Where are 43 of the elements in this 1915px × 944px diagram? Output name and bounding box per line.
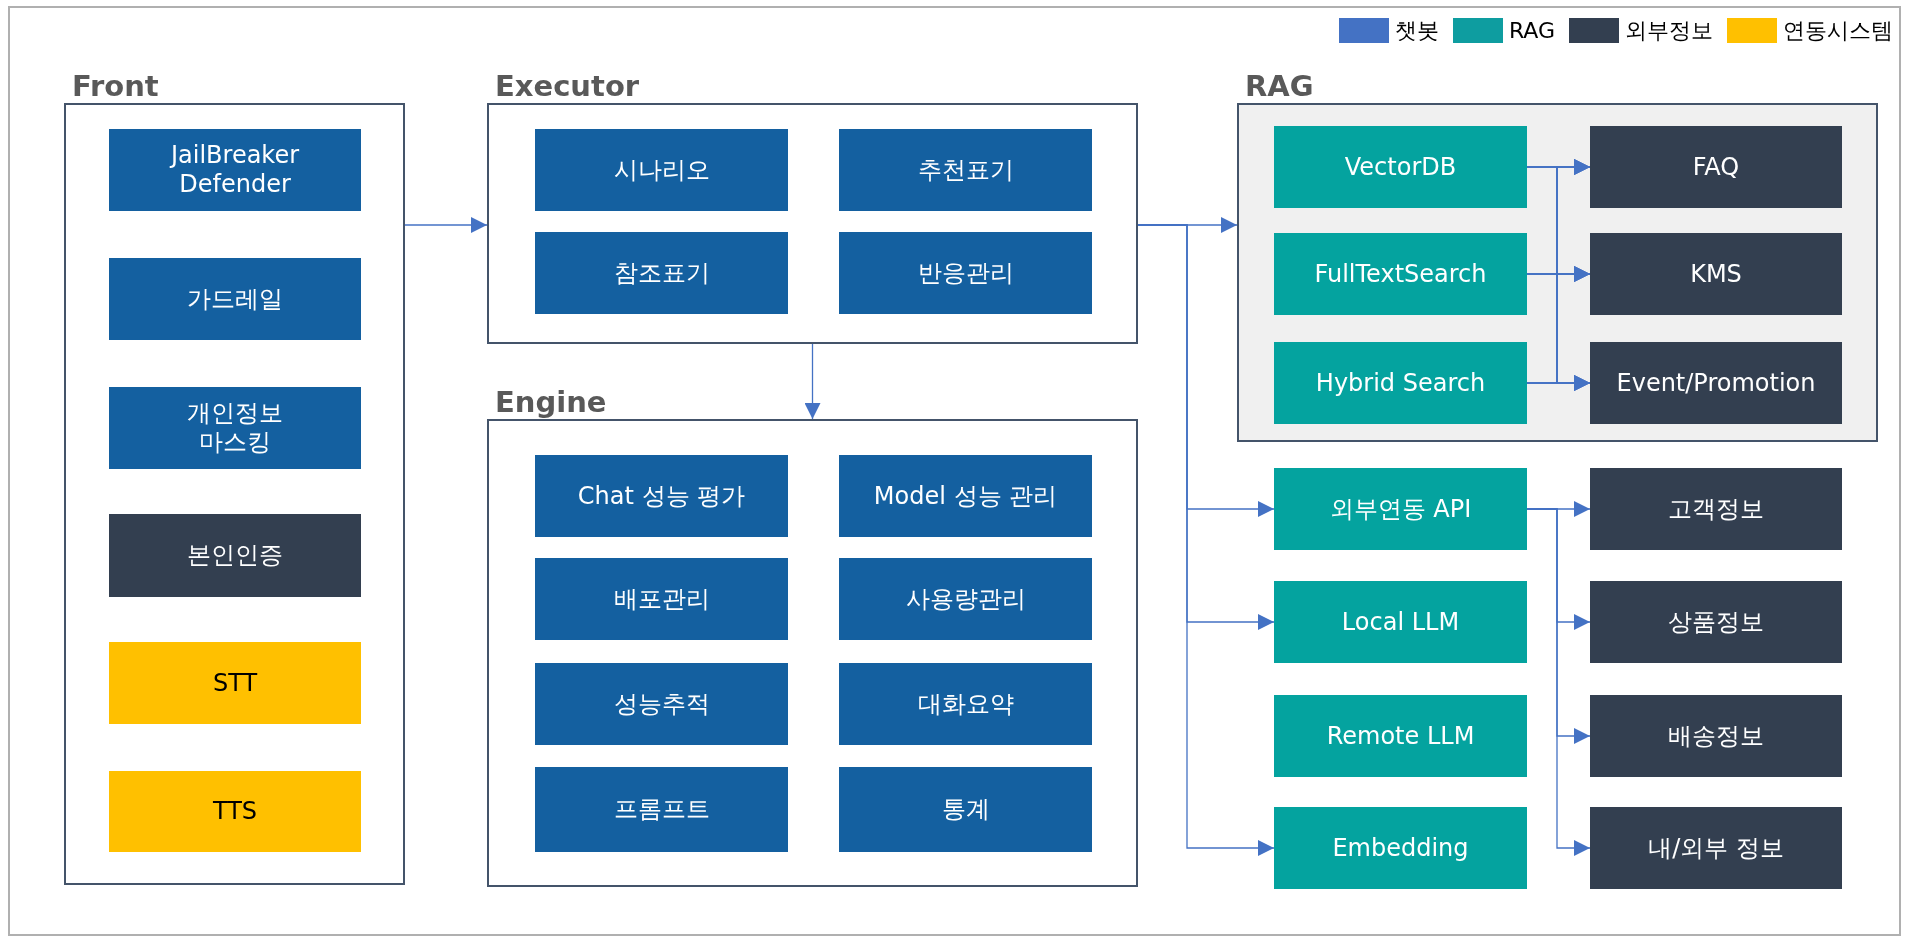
info-box: 상품정보	[1590, 581, 1842, 663]
service-box: Hybrid Search	[1274, 342, 1527, 424]
service-box: VectorDB	[1274, 126, 1527, 208]
arrow	[1526, 375, 1591, 391]
module-box: 성능추적	[535, 663, 788, 745]
info-box: 배송정보	[1590, 695, 1842, 777]
module-box: Chat 성능 평가	[535, 455, 788, 537]
info-box: 내/외부 정보	[1590, 807, 1842, 889]
group-title: Executor	[495, 68, 640, 105]
info-box: KMS	[1590, 233, 1842, 315]
module-box: 배포관리	[535, 558, 788, 640]
module-box: 반응관리	[839, 232, 1092, 314]
module-box: Model 성능 관리	[839, 455, 1092, 537]
service-box: Local LLM	[1274, 581, 1527, 663]
info-box: 고객정보	[1590, 468, 1842, 550]
service-box: 외부연동 API	[1274, 468, 1527, 550]
group-title: Engine	[495, 384, 607, 421]
module-box: 가드레일	[109, 258, 361, 340]
service-box: Remote LLM	[1274, 695, 1527, 777]
service-box: Embedding	[1274, 807, 1527, 889]
module-box: 사용량관리	[839, 558, 1092, 640]
legend-label: 연동시스템	[1783, 17, 1893, 45]
module-box: 대화요약	[839, 663, 1092, 745]
legend-label: 외부정보	[1625, 17, 1713, 45]
system-box: TTS	[109, 771, 361, 852]
module-box: 추천표기	[839, 129, 1092, 211]
group-title: RAG	[1245, 68, 1314, 105]
system-box: STT	[109, 642, 361, 724]
group-title: Front	[72, 68, 159, 105]
legend-label: RAG	[1508, 17, 1555, 45]
legend-label: 챗봇	[1394, 17, 1439, 45]
module-box: JailBreaker Defender	[109, 129, 361, 211]
module-box: 통계	[839, 767, 1092, 852]
info-box: 본인인증	[109, 514, 361, 597]
arrow	[404, 217, 488, 233]
module-box: 참조표기	[535, 232, 788, 314]
service-box: FullTextSearch	[1274, 233, 1527, 315]
info-box: Event/Promotion	[1590, 342, 1842, 424]
info-box: FAQ	[1590, 126, 1842, 208]
arrow	[804, 343, 821, 420]
module-box: 개인정보 마스킹	[109, 387, 361, 469]
module-box: 시나리오	[535, 129, 788, 211]
module-box: 프롬프트	[535, 767, 788, 852]
